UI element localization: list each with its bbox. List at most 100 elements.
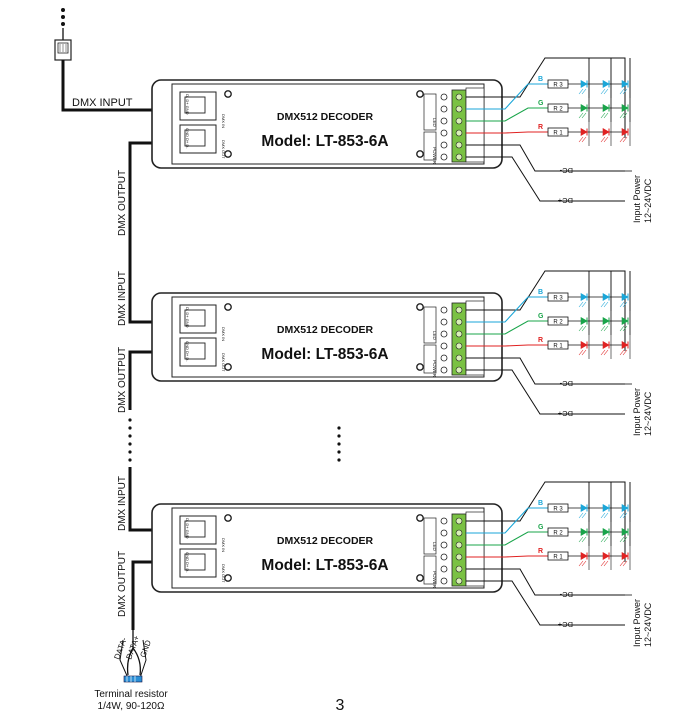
dmx-output-label-1: DMX OUTPUT: [117, 170, 128, 236]
dmx-output-label-2: DMX OUTPUT: [117, 347, 128, 413]
input-power-label: Input Power: [632, 175, 642, 223]
decoder-unit-1: [151, 79, 503, 169]
led-icon: [621, 292, 629, 302]
channel-letter-B: B: [538, 500, 543, 507]
led-ray: [578, 136, 584, 143]
dmx-in-label: DMX IN: [221, 114, 226, 128]
top-continuation-dots: [61, 8, 65, 26]
channel-wire-B: [466, 83, 548, 110]
resistor-icon: [123, 675, 143, 683]
led-icon: [602, 527, 610, 537]
led-ray: [578, 325, 584, 332]
led-ray: [600, 88, 606, 95]
dmx-in-label: DMX IN: [221, 538, 226, 552]
led-icon: [580, 527, 588, 537]
led-ray: [603, 349, 609, 356]
dc-minus-wire: [466, 357, 625, 385]
led-ray: [622, 88, 628, 95]
pin-label-bottom: GND D+ D-: [185, 128, 190, 149]
led-ray: [622, 536, 628, 543]
decoder-title: DMX512 DECODER: [277, 324, 374, 336]
led-ray: [600, 112, 606, 119]
led-ray: [603, 112, 609, 119]
led-ray: [581, 512, 587, 519]
led-icon: [621, 340, 629, 350]
dc-minus-label: DC-: [559, 379, 573, 388]
led-ray: [622, 512, 628, 519]
led-ray: [600, 536, 606, 543]
led-icon: [602, 127, 610, 137]
power-label: POWER: [432, 360, 437, 378]
led-ray: [578, 536, 584, 543]
led-icon: [580, 503, 588, 513]
channel-wire-R: [466, 344, 548, 347]
channel-wire-G: [466, 320, 548, 335]
power-label: POWER: [432, 571, 437, 589]
dmx-out-label: DMX OUT: [221, 564, 226, 583]
led-icon: [602, 103, 610, 113]
led-ray: [600, 136, 606, 143]
resistor-label-R: R 1: [553, 131, 563, 137]
led-label: LED: [432, 542, 437, 552]
led-ray: [619, 136, 625, 143]
input-voltage-label: 12~24VDC: [643, 391, 653, 436]
led-icon: [602, 503, 610, 513]
dc-plus-label: DC+: [557, 620, 573, 629]
led-icon: [602, 551, 610, 561]
led-ray: [578, 560, 584, 567]
resistor-label-R: R 1: [553, 555, 563, 561]
led-ray: [622, 560, 628, 567]
led-ray: [622, 112, 628, 119]
channel-wire-G: [466, 107, 548, 122]
resistor-label-B: R 3: [553, 83, 563, 89]
led-ray: [581, 112, 587, 119]
led-ray: [600, 325, 606, 332]
led-ray: [622, 301, 628, 308]
led-icon: [580, 127, 588, 137]
rj45-plug-icon: [54, 28, 72, 61]
decoder-model: Model: LT-853-6A: [261, 557, 388, 574]
channel-wire-R: [466, 131, 548, 134]
dmx-out-label: DMX OUT: [221, 140, 226, 159]
led-icon: [580, 103, 588, 113]
led-ray: [600, 560, 606, 567]
dc-plus-wire: [466, 369, 625, 415]
dmx-in-label: DMX IN: [221, 327, 226, 341]
led-icon: [621, 551, 629, 561]
resistor-label-B: R 3: [553, 507, 563, 513]
dc-minus-label: DC-: [559, 166, 573, 175]
pin-label-bottom: GND D+ D-: [185, 552, 190, 573]
channel-letter-B: B: [538, 289, 543, 296]
led-ray: [581, 136, 587, 143]
channel-letter-B: B: [538, 76, 543, 83]
led-icon: [602, 340, 610, 350]
pin-label-top: D- D+ GND: [185, 94, 190, 115]
led-ray: [619, 512, 625, 519]
led-ray: [619, 325, 625, 332]
led-ray: [619, 349, 625, 356]
led-ray: [581, 325, 587, 332]
led-ray: [600, 512, 606, 519]
led-ray: [581, 560, 587, 567]
led-icon: [621, 103, 629, 113]
input-voltage-label: 12~24VDC: [643, 602, 653, 647]
led-icon: [580, 551, 588, 561]
decoder-title: DMX512 DECODER: [277, 111, 374, 123]
led-ray: [619, 560, 625, 567]
channel-letter-R: R: [538, 124, 543, 131]
dmx-input-label-top: DMX INPUT: [72, 97, 133, 109]
led-icon: [621, 316, 629, 326]
input-power-label: Input Power: [632, 388, 642, 436]
dc-plus-label: DC+: [557, 196, 573, 205]
channel-wire-B: [466, 507, 548, 534]
resistor-label-B: R 3: [553, 296, 563, 302]
resistor-label-G: R 2: [553, 107, 563, 113]
page-number: 3: [336, 697, 345, 714]
led-label: LED: [432, 331, 437, 341]
channel-wire-G: [466, 531, 548, 546]
resistor-label-R: R 1: [553, 344, 563, 350]
dc-minus-wire: [466, 568, 625, 596]
channel-letter-G: G: [538, 100, 544, 107]
